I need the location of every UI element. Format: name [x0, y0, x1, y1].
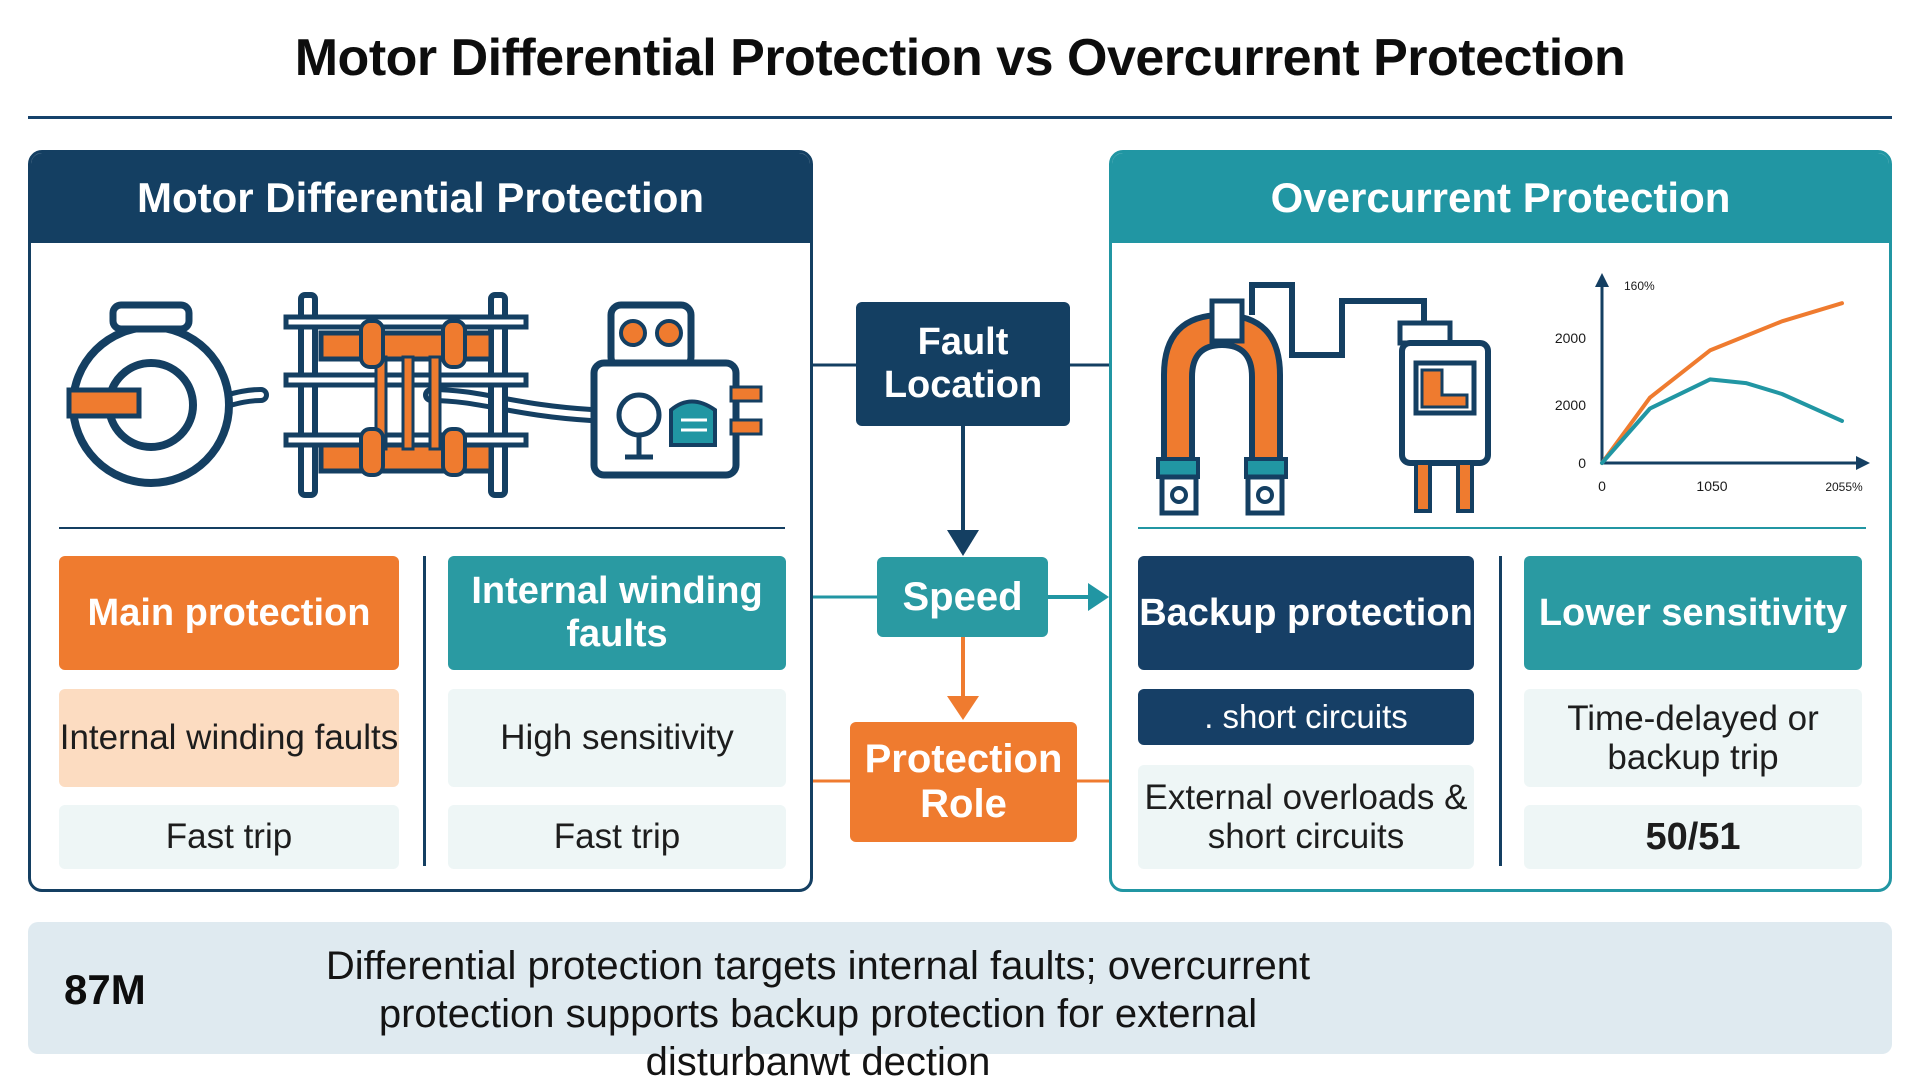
ansi-87m-label: 87M	[64, 966, 146, 1013]
lower-sensitivity-header: Lower sensitivity	[1524, 556, 1862, 670]
overcurrent-panel-header: Overcurrent Protection	[1112, 153, 1889, 243]
summary-text: Differential protection targets internal…	[325, 944, 1311, 1079]
speed-box: Speed	[877, 557, 1048, 637]
title-divider	[28, 116, 1892, 119]
differential-illustration	[66, 292, 763, 498]
fast-trip-cell-2: Fast trip	[448, 805, 786, 869]
ct-clamp-icon	[1156, 298, 1288, 516]
motor-winding-icon	[283, 292, 529, 498]
short-circuits-cell: . short circuits	[1138, 689, 1474, 745]
internal-winding-faults-header: Internal winding faults	[448, 556, 786, 670]
chart-x-axis-arrow	[1856, 456, 1870, 470]
chart-y-tick-label: 0	[1578, 455, 1586, 471]
chart-y-tick-label: 160%	[1624, 279, 1655, 293]
summary-footer: 87M Differential protection targets inte…	[28, 922, 1892, 1079]
current-transformer-icon	[66, 301, 233, 487]
time-delayed-trip-cell: Time-delayed or backup trip	[1524, 689, 1862, 787]
relay-unit-icon	[590, 301, 763, 479]
backup-protection-header: Backup protection	[1138, 556, 1474, 670]
page-title: Motor Differential Protection vs Overcur…	[294, 29, 1626, 87]
chart-x-tick-label: 0	[1598, 478, 1606, 494]
external-overloads-cell: External overloads & short circuits	[1138, 765, 1474, 869]
protection-role-box: Protection Role	[850, 722, 1077, 842]
ansi-code-cell: 50/51	[1524, 805, 1862, 869]
main-protection-header: Main protection	[59, 556, 399, 670]
circuit-breaker-icon	[1397, 320, 1491, 513]
chart-x-tick-label: 2055%	[1825, 480, 1863, 494]
overcurrent-protection-panel: Overcurrent Protection 0 2000 2000 160% 0 105…	[1109, 150, 1892, 892]
differential-panel-divider	[59, 527, 785, 529]
chart-series-line-1	[1600, 301, 1844, 465]
differential-column-separator	[423, 556, 426, 866]
overcurrent-panel-divider	[1138, 527, 1866, 529]
chart-y-tick-label: 2000	[1555, 397, 1586, 413]
chart-series-line-2	[1600, 377, 1844, 465]
overcurrent-column-separator	[1499, 556, 1502, 866]
internal-winding-faults-cell: Internal winding faults	[59, 689, 399, 787]
overcurrent-curve-chart: 0 2000 2000 160% 0 1050 2055%	[1555, 273, 1870, 494]
differential-panel-header: Motor Differential Protection	[31, 153, 810, 243]
differential-protection-panel: Motor Differential Protection	[28, 150, 813, 892]
fault-location-box: Fault Location	[856, 302, 1070, 426]
chart-x-tick-label: 1050	[1696, 478, 1727, 494]
high-sensitivity-cell: High sensitivity	[448, 689, 786, 787]
fast-trip-cell: Fast trip	[59, 805, 399, 869]
overcurrent-illustration	[1156, 282, 1491, 516]
chart-y-tick-label: 2000	[1555, 330, 1586, 346]
chart-y-axis-arrow	[1595, 273, 1609, 287]
